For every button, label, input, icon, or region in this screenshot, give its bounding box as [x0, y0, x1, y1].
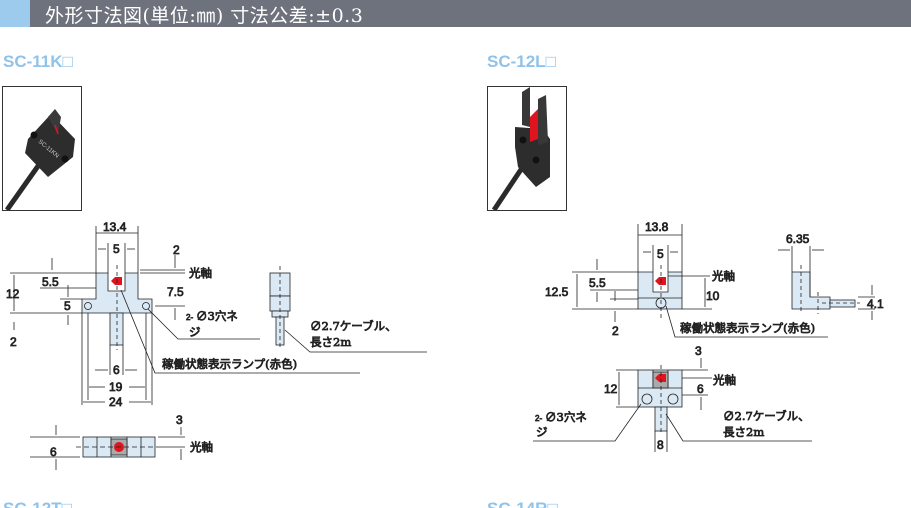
dim-3: 3 — [695, 344, 702, 358]
dim-4-1: 4.1 — [867, 297, 884, 311]
dim-6: 6 — [697, 382, 704, 396]
header-accent — [0, 0, 30, 27]
mount-hole-prefix: 2- — [186, 313, 193, 322]
dim-7-5: 7.5 — [167, 285, 184, 299]
model-title-next-left: SC-12T□ — [3, 499, 123, 508]
dim-slot: 5 — [657, 247, 664, 261]
lamp-icon — [111, 277, 122, 285]
cable-length-label: 長さ2m — [723, 425, 764, 439]
sc12l-front-view: 13.8 5 12.5 5.5 10 2 光軸 稼働状態表示ランプ(赤色) — [545, 220, 828, 338]
dim-10: 10 — [706, 289, 720, 303]
dim-19: 19 — [109, 380, 123, 394]
model-title-sc12l: SC-12L□ — [487, 52, 556, 71]
mount-hole-label-2: ジ — [189, 325, 201, 339]
section-title: 外形寸法図(単位:㎜) 寸法公差:±0.3 — [45, 5, 364, 27]
cable-length-label: 長さ2m — [310, 335, 351, 349]
optical-axis-label: 光軸 — [190, 440, 213, 454]
sc11k-bottom-view: 6 3 光軸 — [30, 413, 213, 470]
sc12l-top-view: 3 6 12 8 光軸 2- ∅3穴ネ ジ ∅2.7ケーブル、 長さ2m — [533, 344, 812, 452]
mount-hole-label: ∅3穴ネ — [196, 309, 238, 323]
dim-12: 12 — [604, 382, 618, 396]
dim-13-4: 13.4 — [103, 220, 127, 234]
dim-bottom-6: 6 — [50, 445, 57, 459]
dim-5-5: 5.5 — [42, 275, 59, 289]
sc12l-side-view: 6.35 4.1 — [778, 232, 884, 320]
product-photo-sc12l — [487, 86, 567, 212]
dim-12: 12 — [6, 287, 20, 301]
dim-2: 2 — [10, 335, 17, 349]
sc11k-side-view: ∅2.7ケーブル、 長さ2m — [269, 266, 427, 353]
model-title-sc11k: SC-11K□ — [3, 52, 73, 71]
dim-12-5: 12.5 — [545, 285, 569, 299]
dim-13-8: 13.8 — [645, 220, 669, 234]
dim-5: 5 — [64, 299, 71, 313]
sc11k-front-view — [10, 226, 360, 405]
optical-axis-label: 光軸 — [712, 269, 735, 283]
sensor-photo-graphic — [491, 87, 550, 212]
cable-label: ∅2.7ケーブル、 — [723, 409, 810, 423]
optical-axis-label: 光軸 — [713, 373, 736, 387]
lamp-icon — [655, 277, 666, 285]
product-photo-sc11k: SC-11KN — [2, 86, 82, 212]
dim-bottom-3: 3 — [176, 413, 183, 427]
mount-hole-label-2: ジ — [536, 425, 548, 439]
model-title-next-right: SC-14R□ — [487, 499, 607, 508]
cable-label: ∅2.7ケーブル、 — [310, 319, 397, 333]
section-header: 外形寸法図(単位:㎜) 寸法公差:±0.3 — [0, 0, 911, 27]
dim-6: 6 — [113, 363, 120, 377]
dim-slot: 5 — [113, 242, 120, 256]
mount-hole-label: ∅3穴ネ — [545, 410, 587, 424]
dim-axis-offset: 2 — [173, 243, 180, 257]
dim-2: 2 — [612, 324, 619, 338]
dim-8: 8 — [657, 438, 664, 452]
mount-hole-prefix: 2- — [535, 414, 542, 423]
dim-24: 24 — [109, 395, 123, 409]
sensor-photo-graphic: SC-11KN — [4, 109, 75, 212]
lamp-icon — [655, 374, 666, 382]
optical-axis-label: 光軸 — [189, 266, 212, 280]
dim-5-5: 5.5 — [589, 276, 606, 290]
lamp-label: 稼働状態表示ランプ(赤色) — [680, 321, 815, 335]
dim-6-35: 6.35 — [786, 232, 810, 246]
lamp-label: 稼働状態表示ランプ(赤色) — [162, 357, 297, 371]
